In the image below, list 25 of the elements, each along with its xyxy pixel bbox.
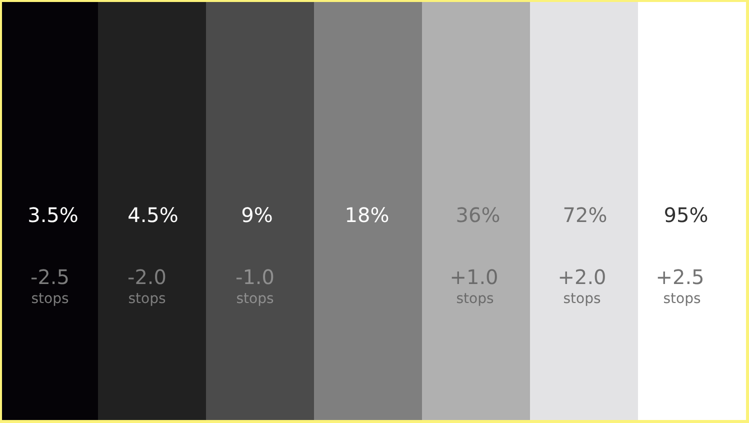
percentage-label: 72% — [562, 204, 608, 227]
stops-unit: stops — [563, 291, 601, 308]
stops-value: -2.0 — [127, 266, 167, 289]
percentage-label: 9% — [241, 204, 273, 227]
stops-value: -2.5 — [30, 266, 70, 289]
tone-band — [206, 2, 314, 420]
tone-band — [422, 2, 530, 420]
tone-band — [530, 2, 638, 420]
stops-value: -1.0 — [235, 266, 275, 289]
stops-value: +1.0 — [450, 266, 498, 289]
tone-band — [2, 2, 98, 420]
tone-band — [98, 2, 206, 420]
stops-unit: stops — [31, 291, 69, 308]
stops-unit: stops — [456, 291, 494, 308]
tone-band — [314, 2, 422, 420]
stops-value: +2.0 — [558, 266, 606, 289]
percentage-label: 18% — [344, 204, 390, 227]
stops-unit: stops — [236, 291, 274, 308]
stops-unit: stops — [663, 291, 701, 308]
percentage-label: 3.5% — [28, 204, 78, 227]
percentage-label: 95% — [664, 204, 708, 227]
stops-unit: stops — [128, 291, 166, 308]
percentage-label: 36% — [456, 204, 500, 227]
stops-value: +2.5 — [656, 266, 704, 289]
percentage-label: 4.5% — [128, 204, 178, 227]
